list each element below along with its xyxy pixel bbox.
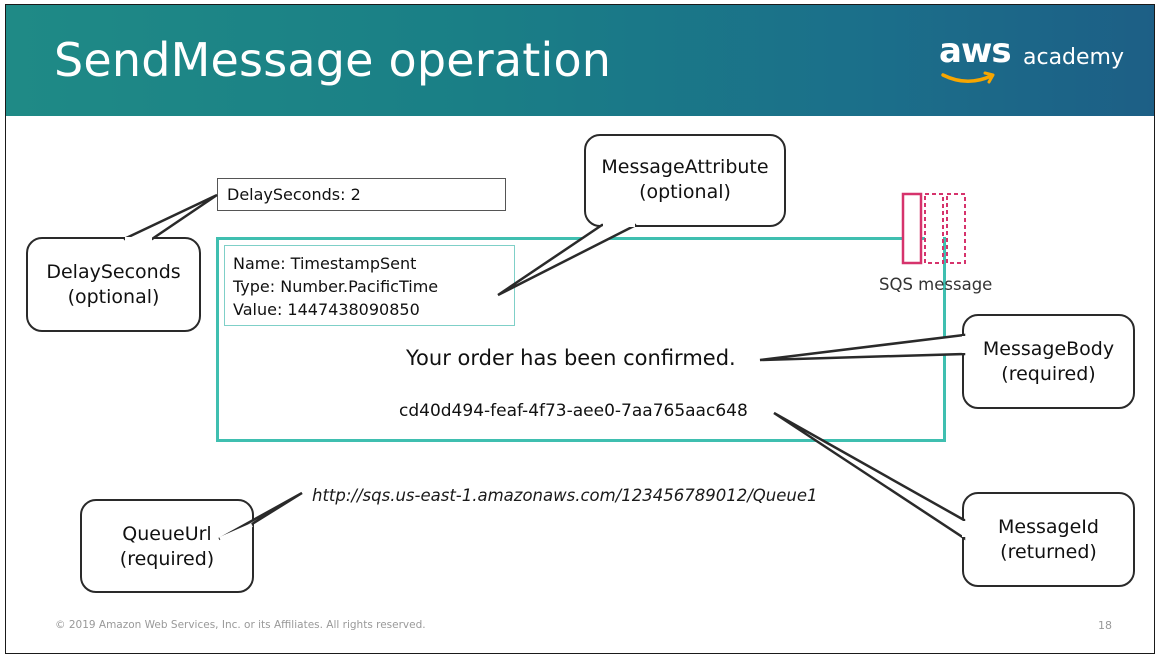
slide-header: SendMessage operation aws academy [6, 5, 1154, 116]
message-id-text: cd40d494-feaf-4f73-aee0-7aa765aac648 [399, 401, 748, 421]
attribute-value: Value: 1447438090850 [233, 300, 420, 319]
callout-body-title: MessageBody [982, 338, 1115, 360]
message-attribute-box: Name: TimestampSent Type: Number.Pacific… [224, 245, 515, 326]
callout-queue-url: QueueUrl (required) [80, 499, 254, 593]
callout-message-id: MessageId (returned) [962, 492, 1135, 587]
attribute-type: Type: Number.PacificTime [233, 277, 439, 296]
callout-delay-title: DelaySeconds [46, 261, 181, 283]
sqs-message-label: SQS message [879, 275, 993, 294]
page-number: 18 [1098, 619, 1112, 632]
aws-academy-logo: aws academy [939, 31, 1124, 95]
callout-attribute-note: (optional) [639, 181, 731, 203]
pointer-delay [123, 193, 218, 241]
sqs-message-icon [901, 192, 966, 265]
callout-id-title: MessageId [998, 516, 1099, 538]
logo-academy-text: academy [1023, 45, 1125, 70]
callout-attribute-title: MessageAttribute [601, 156, 769, 178]
callout-queue-title: QueueUrl [122, 523, 212, 545]
copyright-footer: © 2019 Amazon Web Services, Inc. or its … [55, 619, 426, 631]
aws-smile-icon [941, 71, 995, 84]
message-body-text: Your order has been confirmed. [406, 346, 736, 370]
slide: SendMessage operation aws academy DelayS… [5, 4, 1155, 654]
delay-seconds-field: DelaySeconds: 2 [217, 178, 506, 211]
callout-message-body: MessageBody (required) [962, 314, 1135, 409]
queue-url-text: http://sqs.us-east-1.amazonaws.com/12345… [312, 486, 818, 505]
logo-aws-text: aws [939, 31, 1012, 71]
slide-title: SendMessage operation [54, 33, 612, 87]
callout-delay-seconds: DelaySeconds (optional) [26, 237, 201, 332]
callout-message-attribute: MessageAttribute (optional) [584, 134, 786, 227]
callout-delay-note: (optional) [67, 286, 160, 308]
callout-queue-note: (required) [119, 548, 215, 570]
callout-id-note: (returned) [1000, 541, 1097, 563]
callout-body-note: (required) [1001, 363, 1096, 385]
attribute-name: Name: TimestampSent [233, 254, 417, 273]
